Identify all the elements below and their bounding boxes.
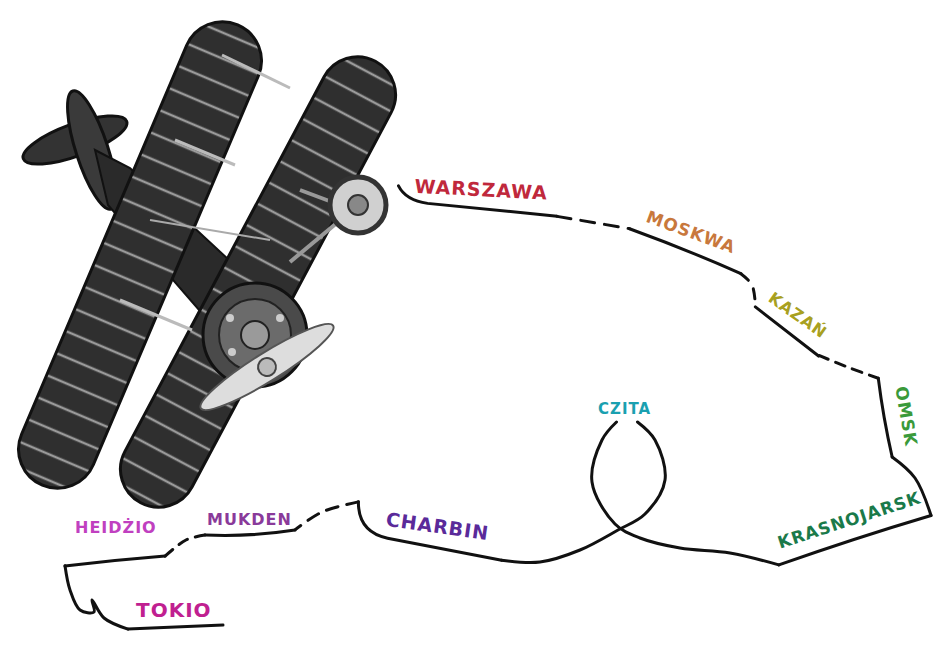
city-name: KRASNOJARSK <box>775 487 923 553</box>
city-name: CZITA <box>598 400 651 418</box>
city-name: WARSZAWA <box>414 175 549 205</box>
wing-strut <box>175 140 235 165</box>
wheel-hub <box>348 195 368 215</box>
engine-rivet <box>276 314 284 322</box>
underline-stroke <box>353 502 507 561</box>
route-connector <box>741 274 756 307</box>
engine-rivet <box>226 314 234 322</box>
underline-stroke <box>205 530 295 535</box>
wing-shape <box>6 10 273 501</box>
route-stop: MOSKWA <box>627 201 752 276</box>
route-connector <box>557 216 629 228</box>
underline-stroke <box>65 556 165 566</box>
route-stop: OMSK <box>877 373 922 457</box>
route-connectors <box>65 216 931 629</box>
wing-strut <box>120 300 192 330</box>
city-name: KAZAŃ <box>765 288 831 342</box>
city-name: OMSK <box>891 385 922 448</box>
city-name: TOKIO <box>136 598 212 622</box>
route-stop: KAZAŃ <box>752 283 837 357</box>
bracing-wire <box>150 220 270 240</box>
city-name: HEIDŻIO <box>75 518 157 537</box>
propeller-blade <box>193 314 340 420</box>
route-connector <box>65 566 128 629</box>
route-stop: KRASNOJARSK <box>769 484 932 566</box>
route-connector <box>592 422 779 565</box>
biplane-illustration <box>6 10 409 521</box>
route-connector <box>502 422 666 562</box>
propeller <box>193 314 340 420</box>
underline-stroke <box>128 625 223 629</box>
propeller-spinner <box>255 355 280 380</box>
upper-wing <box>6 10 273 501</box>
route-stop: WARSZAWA <box>397 174 559 220</box>
route-stop: CHARBIN <box>353 500 507 562</box>
route-connector <box>165 535 205 556</box>
landing-wheel <box>330 177 386 233</box>
engine-rivet <box>228 348 236 356</box>
engine-hub <box>241 321 269 349</box>
route-stop: CZITA <box>592 398 662 422</box>
underline-stroke <box>877 378 892 457</box>
route-stop: TOKIO <box>128 596 223 632</box>
city-name: MUKDEN <box>207 510 292 529</box>
route-connector <box>295 502 358 530</box>
city-name: CHARBIN <box>385 508 491 545</box>
route-connector <box>819 355 878 378</box>
route-stop: HEIDŻIO <box>65 512 165 568</box>
wing-strut <box>222 55 290 88</box>
route-stop: MUKDEN <box>205 508 295 538</box>
city-name: MOSKWA <box>643 207 738 258</box>
